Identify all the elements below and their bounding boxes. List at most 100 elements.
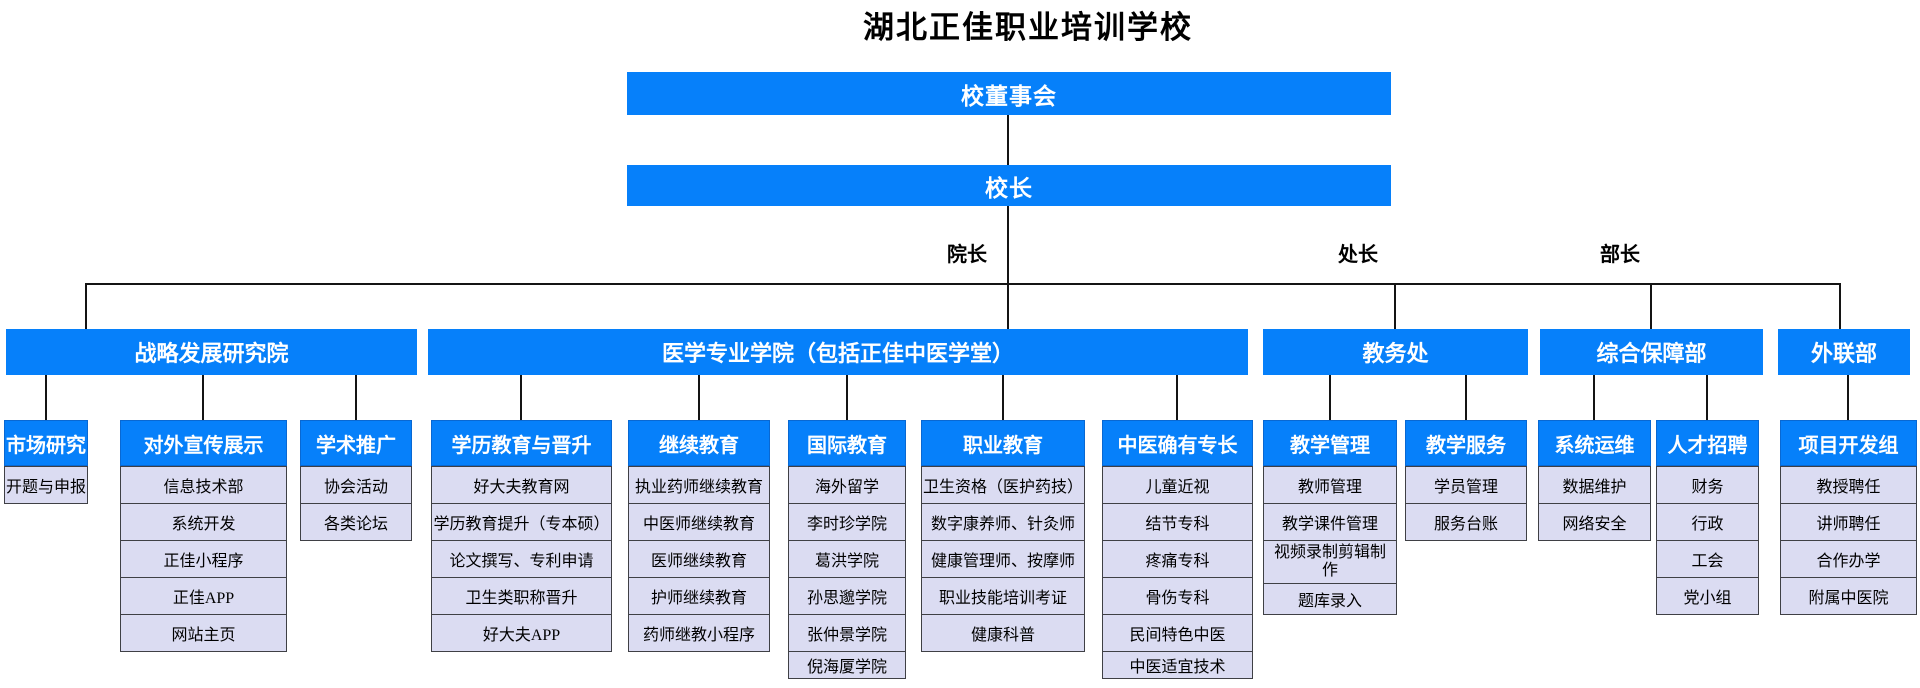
leaf-column-system-ops: 数据维护 网络安全 [1538,466,1651,541]
leaf-item: 执业药师继续教育 [628,466,770,504]
leaf-item: 孙思邈学院 [788,577,906,615]
leaf-item: 财务 [1656,466,1759,504]
leaf-column-teaching-service: 学员管理 服务台账 [1405,466,1527,541]
leaf-item: 中医适宜技术 [1102,651,1253,679]
leaf-item: 数据维护 [1538,466,1651,504]
leaf-item: 葛洪学院 [788,540,906,578]
leaf-item: 民间特色中医 [1102,614,1253,652]
leaf-item: 中医师继续教育 [628,503,770,541]
leaf-item: 骨伤专科 [1102,577,1253,615]
connector-line [355,375,357,420]
leaf-item: 服务台账 [1405,503,1527,541]
connector-line [45,375,47,420]
division-header-publicity: 对外宣传展示 [120,420,287,466]
leaf-item: 讲师聘任 [1780,503,1917,541]
leaf-item: 正佳小程序 [120,540,287,578]
leaf-column-degree-education: 好大夫教育网 学历教育提升（专本硕） 论文撰写、专利申请 卫生类职称晋升 好大夫… [431,466,612,652]
connector-line [1706,375,1708,420]
leaf-item: 卫生类职称晋升 [431,577,612,615]
leaf-item: 李时珍学院 [788,503,906,541]
leaf-item: 协会活动 [300,466,412,504]
leaf-item: 学员管理 [1405,466,1527,504]
dept-bar-strategy: 战略发展研究院 [6,329,417,375]
leaf-item: 行政 [1656,503,1759,541]
leaf-column-vocational-education: 卫生资格（医护药技） 数字康养师、针灸师 健康管理师、按摩师 职业技能培训考证 … [921,466,1085,652]
leaf-item: 职业技能培训考证 [921,577,1085,615]
leaf-item: 附属中医院 [1780,577,1917,615]
division-header-vocational-education: 职业教育 [921,420,1085,466]
org-node-board: 校董事会 [627,72,1391,115]
leaf-column-project-dev: 教授聘任 讲师聘任 合作办学 附属中医院 [1780,466,1917,615]
leaf-item: 张仲景学院 [788,614,906,652]
dept-bar-support: 综合保障部 [1540,329,1763,375]
connector-line [1839,283,1841,329]
leaf-item: 海外留学 [788,466,906,504]
dept-bar-medical-college: 医学专业学院（包括正佳中医学堂） [428,329,1248,375]
leaf-item: 学历教育提升（专本硕） [431,503,612,541]
connector-line [520,375,522,420]
leaf-column-academic-promotion: 协会活动 各类论坛 [300,466,412,541]
leaf-item: 信息技术部 [120,466,287,504]
division-header-recruiting: 人才招聘 [1656,420,1759,466]
connector-line [1007,115,1009,165]
leaf-item: 题库录入 [1263,583,1397,615]
connector-line [1650,285,1652,329]
leaf-item: 医师继续教育 [628,540,770,578]
connector-line [1593,375,1595,420]
leaf-item: 教授聘任 [1780,466,1917,504]
leaf-item: 网络安全 [1538,503,1651,541]
leaf-item: 论文撰写、专利申请 [431,540,612,578]
leaf-item: 倪海厦学院 [788,651,906,679]
dept-bar-academic-affairs: 教务处 [1263,329,1528,375]
division-header-teaching-management: 教学管理 [1263,420,1397,466]
leaf-item: 网站主页 [120,614,287,652]
leaf-column-tcm-specialty: 儿童近视 结节专科 疼痛专科 骨伤专科 民间特色中医 中医适宜技术 [1102,466,1253,679]
leaf-column-continuing-education: 执业药师继续教育 中医师继续教育 医师继续教育 护师继续教育 药师继教小程序 [628,466,770,652]
connector-line [202,375,204,420]
division-header-system-ops: 系统运维 [1538,420,1651,466]
leaf-item: 工会 [1656,540,1759,578]
leaf-item: 好大夫教育网 [431,466,612,504]
connector-line [85,283,87,329]
connector-line [1002,375,1004,420]
division-header-international-education: 国际教育 [788,420,906,466]
leaf-column-publicity: 信息技术部 系统开发 正佳小程序 正佳APP 网站主页 [120,466,287,652]
leaf-item: 教学课件管理 [1263,503,1397,541]
role-label-director: 处长 [1338,244,1378,266]
leaf-item: 合作办学 [1780,540,1917,578]
connector-line [698,375,700,420]
leaf-column-teaching-management: 教师管理 教学课件管理 视频录制剪辑制作 题库录入 [1263,466,1397,615]
leaf-item: 数字康养师、针灸师 [921,503,1085,541]
leaf-item: 健康科普 [921,614,1085,652]
leaf-item: 结节专科 [1102,503,1253,541]
leaf-item: 护师继续教育 [628,577,770,615]
leaf-item: 卫生资格（医护药技） [921,466,1085,504]
division-header-continuing-education: 继续教育 [628,420,770,466]
division-header-teaching-service: 教学服务 [1405,420,1527,466]
connector-line [1176,375,1178,420]
leaf-item: 教师管理 [1263,466,1397,504]
connector-line [1465,375,1467,420]
connector-line [1847,375,1849,420]
leaf-item: 儿童近视 [1102,466,1253,504]
leaf-item: 正佳APP [120,577,287,615]
leaf-column-international-education: 海外留学 李时珍学院 葛洪学院 孙思邈学院 张仲景学院 倪海厦学院 [788,466,906,679]
connector-line [1329,375,1331,420]
leaf-item: 好大夫APP [431,614,612,652]
connector-line [846,375,848,420]
leaf-item: 各类论坛 [300,503,412,541]
leaf-item: 疼痛专科 [1102,540,1253,578]
division-header-market-research: 市场研究 [4,420,88,466]
leaf-item: 药师继教小程序 [628,614,770,652]
division-header-tcm-specialty: 中医确有专长 [1102,420,1253,466]
chart-title: 湖北正佳职业培训学校 [863,10,1193,45]
leaf-column-market-research: 开题与申报 [4,466,88,504]
leaf-item: 视频录制剪辑制作 [1263,540,1397,584]
role-label-dean: 院长 [947,244,987,266]
leaf-column-recruiting: 财务 行政 工会 党小组 [1656,466,1759,615]
dept-bar-external: 外联部 [1778,329,1910,375]
leaf-item: 健康管理师、按摩师 [921,540,1085,578]
org-node-principal: 校长 [627,165,1391,206]
connector-line [85,283,1841,285]
